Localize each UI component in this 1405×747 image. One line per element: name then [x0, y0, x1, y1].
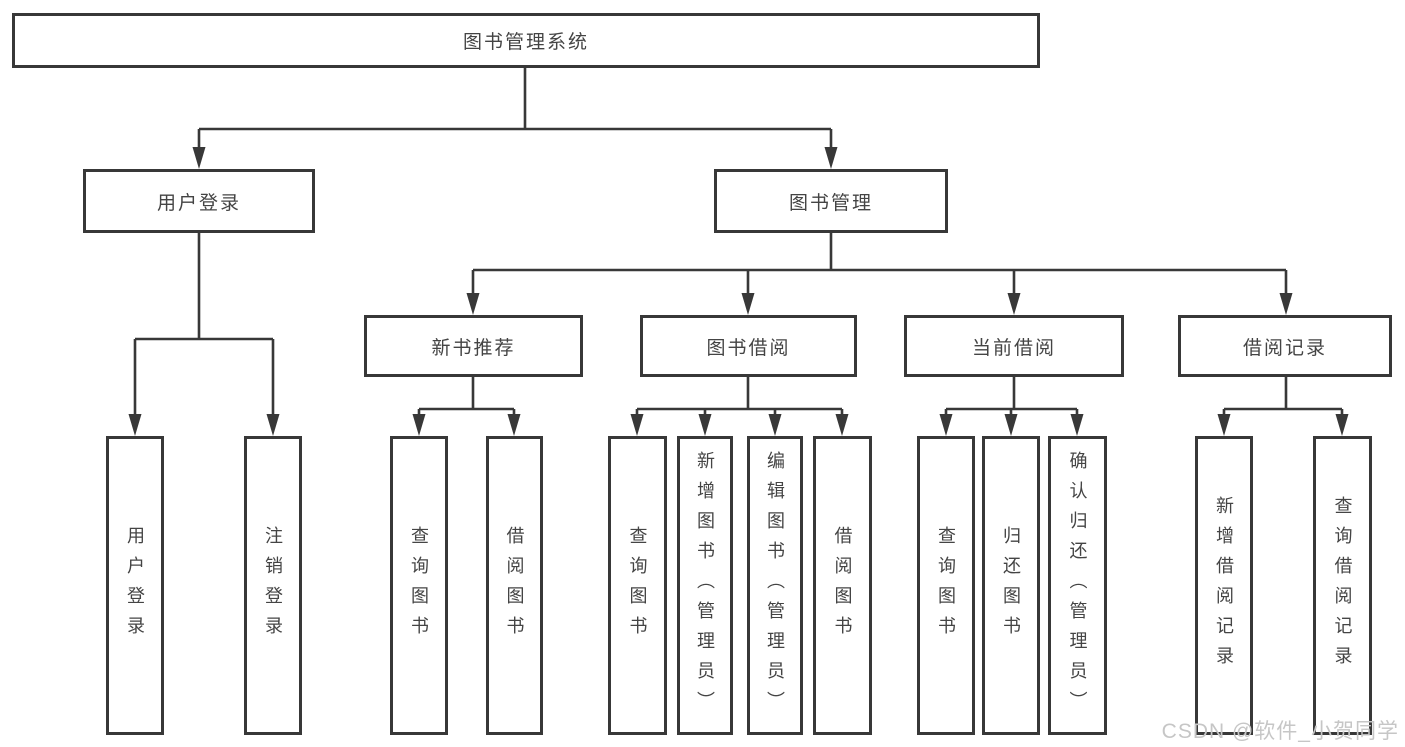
- arrowhead: [192, 147, 206, 169]
- arrowhead: [466, 293, 480, 315]
- arrowhead: [266, 414, 280, 436]
- node-label-return-books: 归还图书: [1001, 525, 1021, 646]
- node-add-borrow-record: 新增借阅记录: [1195, 436, 1253, 735]
- node-book-borrow: 图书借阅: [640, 315, 857, 377]
- node-label-edit-books-admin: 编辑图书（管理员）: [765, 450, 785, 721]
- arrowhead: [939, 414, 953, 436]
- arrowhead: [1217, 414, 1231, 436]
- arrowhead: [741, 293, 755, 315]
- arrowhead: [1070, 414, 1084, 436]
- node-query-books-current: 查询图书: [917, 436, 975, 735]
- node-label-query-borrow-record: 查询借阅记录: [1332, 495, 1353, 676]
- node-confirm-return-admin: 确认归还（管理员）: [1048, 436, 1107, 735]
- arrowhead: [698, 414, 712, 436]
- node-user-login: 用户登录: [106, 436, 164, 735]
- node-return-books: 归还图书: [982, 436, 1040, 735]
- node-user-login-group: 用户登录: [83, 169, 315, 233]
- node-query-books-borrow: 查询图书: [608, 436, 667, 735]
- node-borrow-records: 借阅记录: [1178, 315, 1392, 377]
- node-label-logout: 注销登录: [263, 525, 283, 646]
- node-query-books-rec: 查询图书: [390, 436, 448, 735]
- node-label-user-login: 用户登录: [125, 525, 145, 646]
- arrowhead: [824, 147, 838, 169]
- node-book-mgmt-group: 图书管理: [714, 169, 948, 233]
- connector-lines: [133, 68, 1344, 416]
- node-logout: 注销登录: [244, 436, 302, 735]
- node-current-borrow: 当前借阅: [904, 315, 1124, 377]
- node-borrow-books-rec: 借阅图书: [486, 436, 543, 735]
- node-label-add-books-admin: 新增图书（管理员）: [695, 450, 715, 721]
- arrowhead: [507, 414, 521, 436]
- node-label-book-mgmt-group: 图书管理: [788, 192, 873, 214]
- arrowhead: [1004, 414, 1018, 436]
- node-label-new-book-rec: 新书推荐: [431, 337, 516, 359]
- arrowhead: [768, 414, 782, 436]
- node-query-borrow-record: 查询借阅记录: [1313, 436, 1372, 735]
- node-edit-books-admin: 编辑图书（管理员）: [747, 436, 803, 735]
- arrowhead: [412, 414, 426, 436]
- node-label-user-login-group: 用户登录: [156, 192, 241, 214]
- arrowhead: [1335, 414, 1349, 436]
- node-label-borrow-books: 借阅图书: [832, 525, 853, 646]
- arrowhead: [630, 414, 644, 436]
- node-new-book-rec: 新书推荐: [364, 315, 583, 377]
- node-label-current-borrow: 当前借阅: [971, 337, 1056, 359]
- arrowhead: [835, 414, 849, 436]
- node-add-books-admin: 新增图书（管理员）: [677, 436, 733, 735]
- node-label-query-books-rec: 查询图书: [409, 525, 429, 646]
- node-label-borrow-books-rec: 借阅图书: [504, 525, 525, 646]
- node-label-borrow-records: 借阅记录: [1242, 337, 1327, 359]
- node-label-add-borrow-record: 新增借阅记录: [1214, 495, 1234, 676]
- node-borrow-books: 借阅图书: [813, 436, 872, 735]
- node-root-system: 图书管理系统: [12, 13, 1040, 68]
- node-label-confirm-return-admin: 确认归还（管理员）: [1067, 450, 1088, 721]
- arrowhead: [128, 414, 142, 436]
- node-label-root-system: 图书管理系统: [462, 32, 589, 53]
- node-label-book-borrow: 图书借阅: [706, 337, 791, 359]
- arrowhead: [1007, 293, 1021, 315]
- node-label-query-books-borrow: 查询图书: [627, 525, 648, 646]
- arrowhead: [1279, 293, 1293, 315]
- watermark-text: CSDN @软件_小贺同学: [1161, 720, 1399, 743]
- node-label-query-books-current: 查询图书: [936, 525, 956, 646]
